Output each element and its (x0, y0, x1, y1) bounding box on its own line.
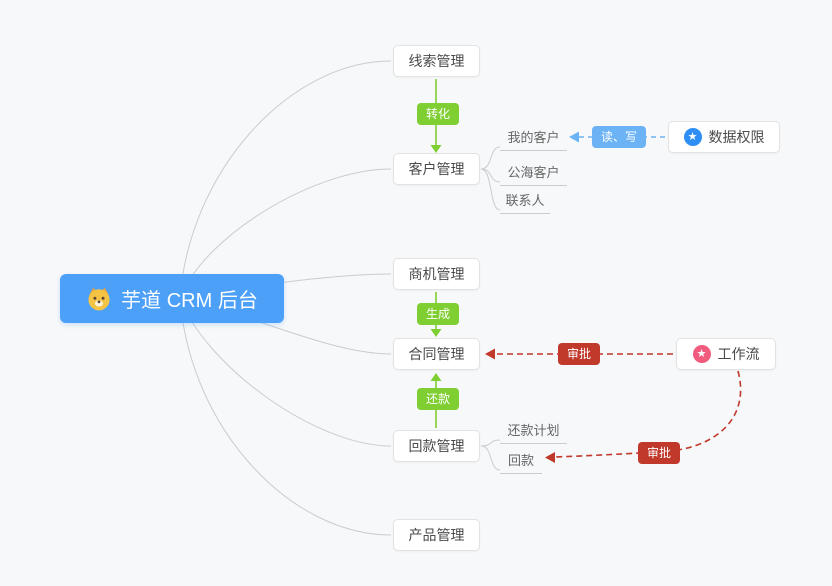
edge-label-read-write: 读、写 (592, 126, 647, 148)
node-customers[interactable]: 客户管理 (393, 153, 480, 185)
node-product[interactable]: 产品管理 (393, 519, 480, 551)
subnode-contacts[interactable]: 联系人 (500, 190, 550, 214)
subnode-public-customers[interactable]: 公海客户 (500, 162, 567, 186)
arrowhead-left-contract (485, 348, 495, 360)
subnode-payment[interactable]: 回款 (500, 450, 542, 474)
edge-receivable-plan (480, 439, 501, 447)
node-leads[interactable]: 线索管理 (393, 45, 480, 77)
node-workflow[interactable]: ★ 工作流 (676, 338, 776, 370)
arrowhead-down-contract (430, 329, 442, 337)
edge-root-receivable (179, 297, 392, 447)
edge-root-product (179, 297, 392, 536)
arrowhead-left-payment (545, 452, 555, 463)
star-icon: ★ (683, 128, 702, 146)
edge-label-generate: 生成 (417, 303, 460, 325)
node-data-permission-label: 数据权限 (708, 129, 765, 145)
root-node-label: 芋道 CRM 后台 (121, 290, 258, 312)
node-contract[interactable]: 合同管理 (393, 338, 480, 370)
edge-customers-my (480, 146, 501, 170)
edge-customers-contacts (480, 168, 501, 211)
edge-root-leads (179, 60, 392, 299)
star-icon: ★ (692, 345, 711, 363)
edge-customers-public (480, 168, 501, 183)
arrowhead-up-contract (430, 373, 442, 381)
arrowhead-down-customers (430, 145, 442, 153)
dog-face-icon (86, 286, 112, 312)
arrowhead-left-my-customers (569, 131, 579, 143)
edge-receivable-payment (480, 445, 501, 471)
edge-label-repay: 还款 (417, 388, 460, 410)
node-data-permission[interactable]: ★ 数据权限 (668, 121, 780, 153)
node-workflow-label: 工作流 (717, 346, 760, 362)
edge-label-convert: 转化 (417, 103, 460, 125)
root-node-crm-backend[interactable]: 芋道 CRM 后台 (60, 274, 284, 323)
node-opportunity[interactable]: 商机管理 (393, 258, 480, 290)
edge-label-approve-contract: 审批 (558, 343, 601, 365)
subnode-repayment-plan[interactable]: 还款计划 (500, 420, 567, 444)
node-receivable[interactable]: 回款管理 (393, 430, 480, 462)
edge-label-approve-receivable: 审批 (638, 442, 681, 464)
subnode-my-customers[interactable]: 我的客户 (500, 127, 567, 151)
edge-root-customers (179, 168, 392, 299)
